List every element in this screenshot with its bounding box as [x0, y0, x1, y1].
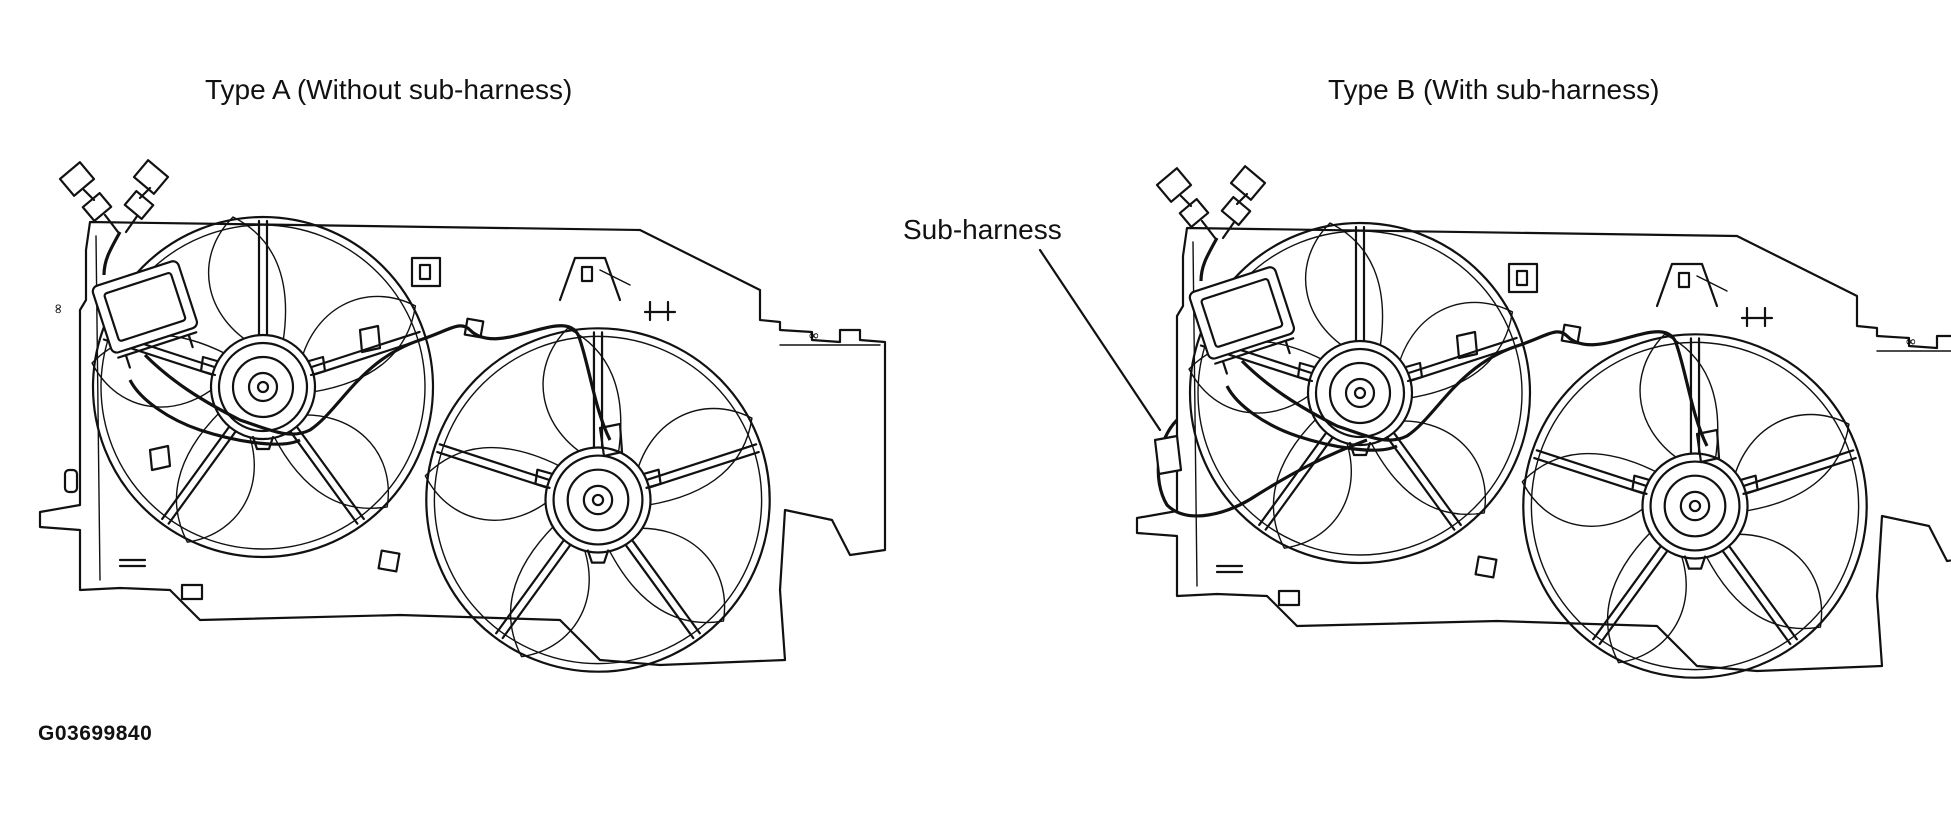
figure-id: G03699840: [38, 722, 153, 745]
svg-text:∞: ∞: [50, 303, 66, 315]
type-b-fan-assembly: ∞: [1135, 165, 1951, 677]
svg-text:∞: ∞: [1905, 334, 1917, 350]
sub-harness-callout-label: Sub-harness: [903, 214, 1062, 245]
type-b-title: Type B (With sub-harness): [1328, 74, 1660, 105]
svg-text:∞: ∞: [808, 328, 820, 344]
sub-harness-leader-line: [1038, 248, 1162, 432]
type-a-title: Type A (Without sub-harness): [205, 74, 573, 105]
type-a-fan-assembly: ∞ ∞: [38, 159, 887, 671]
